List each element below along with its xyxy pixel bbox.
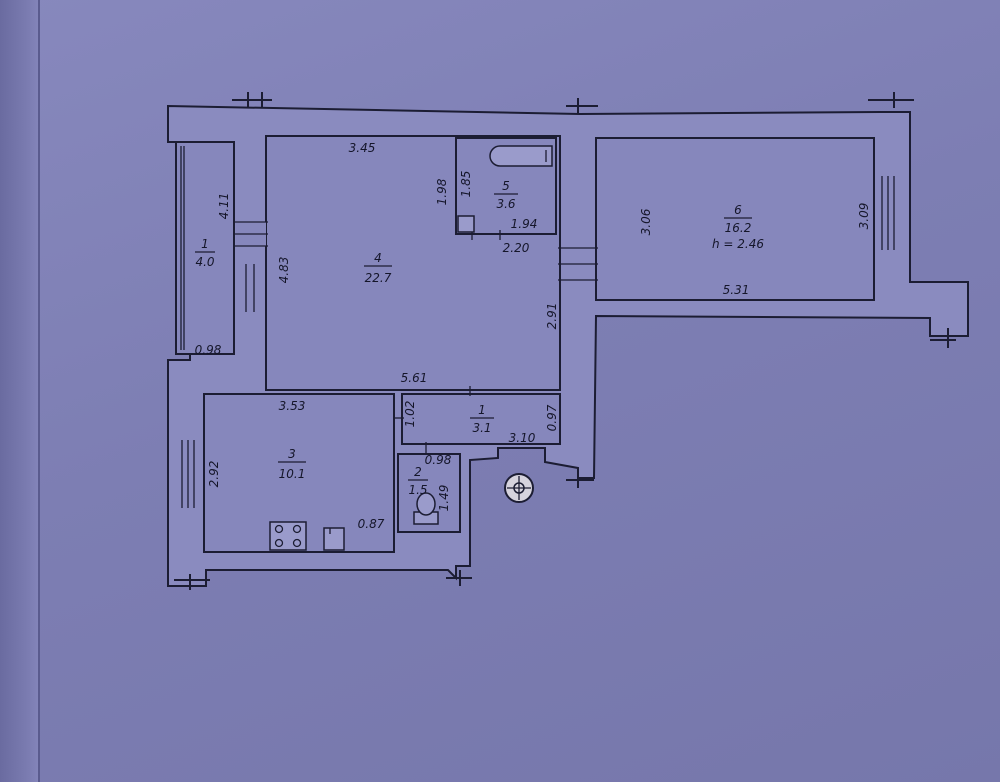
sheet-margin xyxy=(0,0,40,782)
dim-r4-bottom: 5.61 xyxy=(401,371,428,385)
dim-r5-corridor: 2.20 xyxy=(503,241,530,255)
room-6-bedroom xyxy=(595,137,875,301)
room-label-hall-area: 3.1 xyxy=(472,421,491,435)
room-1-loggia xyxy=(175,141,235,355)
dim-wc-height: 1.49 xyxy=(437,485,451,512)
stove-icon xyxy=(269,521,307,551)
dim-r4-right: 2.91 xyxy=(545,303,559,330)
room-label-1-loggia-area: 4.0 xyxy=(195,255,214,269)
room-label-6-area: 16.2 xyxy=(725,221,752,235)
window-bedroom xyxy=(881,176,895,250)
dim-r1-height: 4.11 xyxy=(217,193,231,220)
room-label-wc-num: 2 xyxy=(414,465,422,479)
room-label-6-height: h = 2.46 xyxy=(712,237,764,251)
dim-r3-left: 2.92 xyxy=(207,461,221,488)
dim-wc-width: 0.98 xyxy=(425,453,452,467)
dim-r5-height: 1.85 xyxy=(459,171,473,198)
dim-hall-right: 0.97 xyxy=(545,404,559,431)
dim-r1-width: 0.98 xyxy=(195,343,222,357)
kitchen-sink-icon xyxy=(323,527,345,551)
dim-hall-left: 1.02 xyxy=(403,401,417,428)
bathtub-icon xyxy=(489,145,553,167)
room-label-6-num: 6 xyxy=(734,203,742,217)
window-kitchen xyxy=(181,440,195,508)
dim-r4-left: 4.83 xyxy=(277,257,291,284)
room-label-4-num: 4 xyxy=(374,251,382,265)
sink-icon xyxy=(457,215,475,233)
dim-r6-left: 3.06 xyxy=(639,208,653,235)
room-label-5-area: 3.6 xyxy=(496,197,515,211)
room-label-5-num: 5 xyxy=(502,179,510,193)
dim-r5-width: 1.94 xyxy=(511,217,538,231)
toilet-icon xyxy=(413,492,439,525)
door-bedroom xyxy=(558,247,598,281)
dim-r3-small: 0.87 xyxy=(358,517,385,531)
dim-r4-top: 3.45 xyxy=(349,141,376,155)
window-loggia-lower xyxy=(245,264,255,312)
dim-r3-top: 3.53 xyxy=(279,399,306,413)
room-label-3-num: 3 xyxy=(288,447,296,461)
room-label-wc-area: 1.5 xyxy=(408,483,427,497)
dim-r6-bottom: 5.31 xyxy=(723,283,750,297)
room-label-4-area: 22.7 xyxy=(365,271,392,285)
window-loggia xyxy=(234,221,268,247)
riser-icon xyxy=(504,473,534,503)
dim-r4-bath-side: 1.98 xyxy=(435,178,449,205)
room-label-3-area: 10.1 xyxy=(279,467,306,481)
wall-ticks xyxy=(174,92,956,590)
room-1-hall xyxy=(401,393,561,445)
dim-hall-bottom: 3.10 xyxy=(509,431,536,445)
room-label-1-loggia-num: 1 xyxy=(201,237,209,251)
dim-r6-right: 3.09 xyxy=(857,203,871,230)
room-label-hall-num: 1 xyxy=(478,403,486,417)
